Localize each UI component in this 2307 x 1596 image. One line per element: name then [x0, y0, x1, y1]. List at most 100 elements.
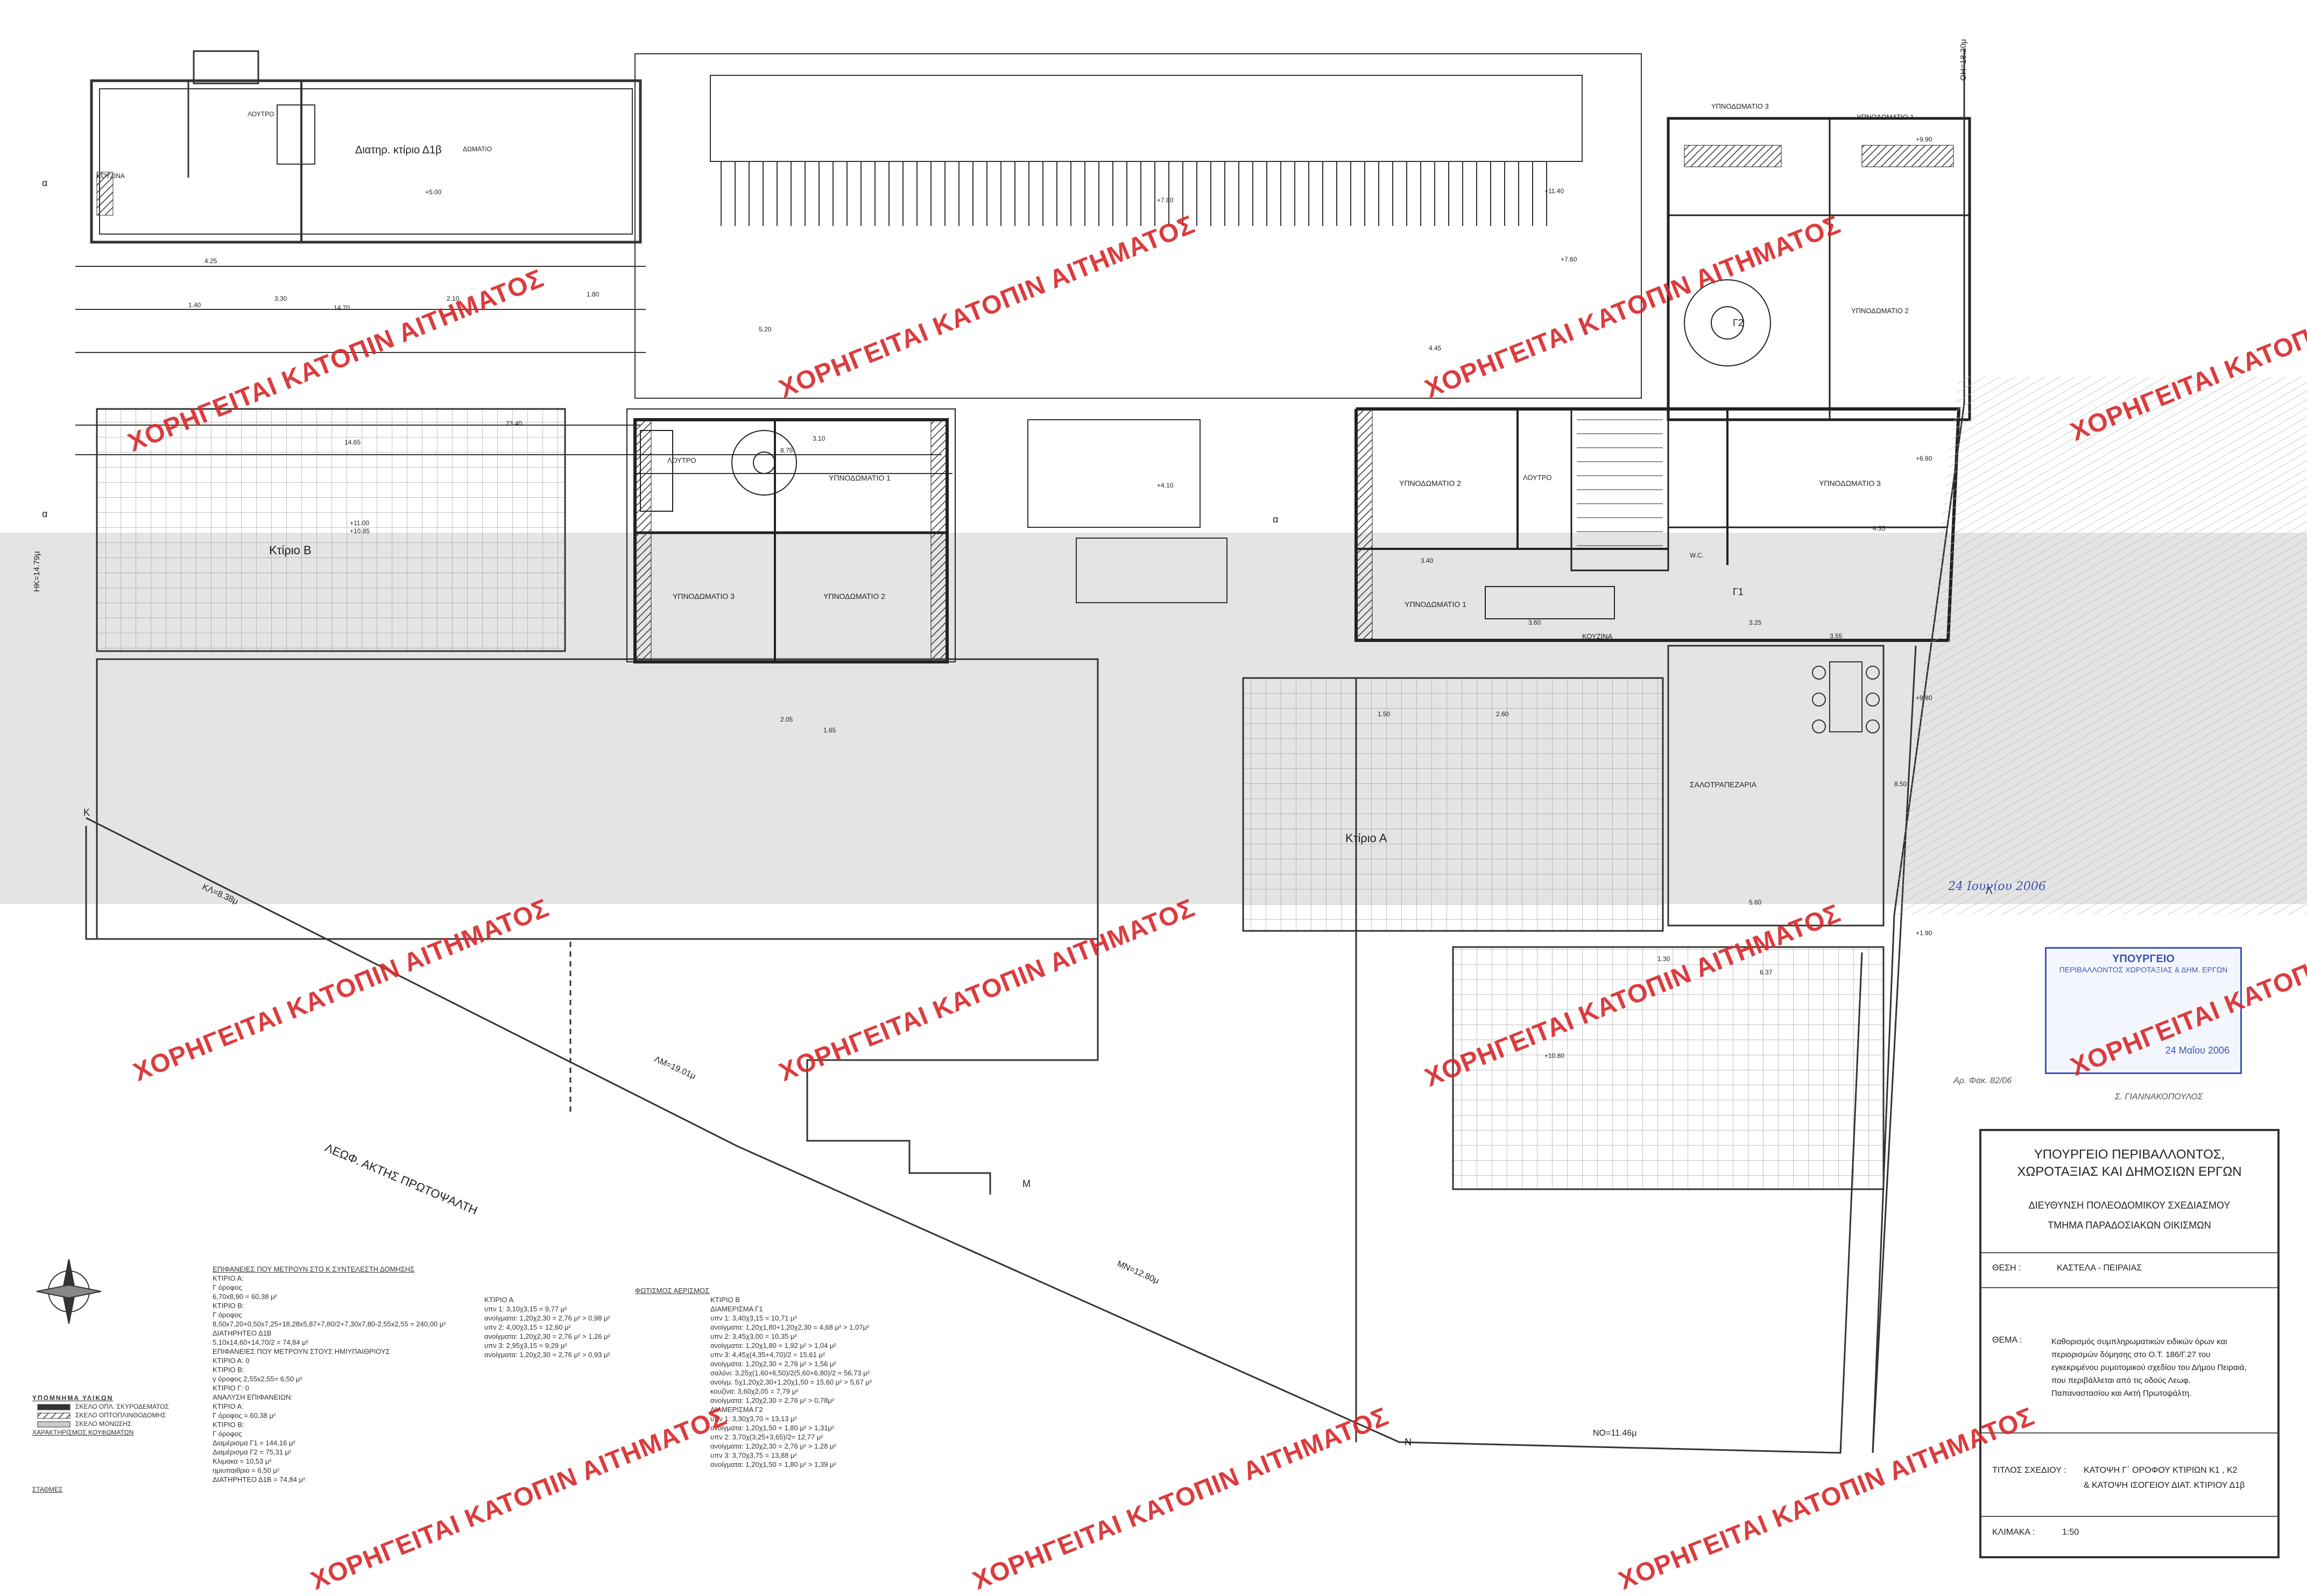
drawing-title-2: & ΚΑΤΟΨΗ ΙΣΟΓΕΙΟΥ ΔΙΑΤ. ΚΤΙΡΙΟΥ Δ1β	[2084, 1481, 2245, 1490]
level-marker: +7.60	[1561, 256, 1577, 263]
label-building-d1b: Διατηρ. κτίριο Δ1β	[355, 144, 442, 156]
dimension-value: 2.60	[1496, 710, 1509, 718]
ministry-stamp: ΥΠΟΥΡΓΕΙΟ ΠΕΡΙΒΑΛΛΟΝΤΟΣ ΧΩΡΟΤΑΞΙΑΣ & ΔΗΜ…	[2045, 947, 2242, 1074]
subject-line: Παπαναστασίου και Ακτή Πρωτοψάλτη.	[2051, 1389, 2192, 1398]
scale-label: ΚΛΙΜΑΚΑ :	[1992, 1528, 2035, 1537]
areas-line: ΚΤΙΡΙΟ Β:	[213, 1302, 244, 1310]
label-bedroom-1-b: ΥΠΝΟΔΩΜΑΤΙΟ 1	[829, 474, 891, 482]
areas-line: ανοίγμ. 5χ1,20χ2,30+1,20χ1,50 = 15,60 μ²…	[710, 1378, 872, 1386]
legend-subtitle: ΧΑΡΑΚΤΗΡΙΣΜΟΣ ΚΟΥΦΩΜΑΤΩΝ	[32, 1429, 134, 1436]
building-d1b	[90, 50, 642, 244]
areas-line: ανοίγματα: 1,20χ2,30 = 2,76 μ² > 0,78μ²	[710, 1396, 835, 1404]
areas-line: Διαμέρισμα Γ1 = 144,16 μ²	[213, 1439, 295, 1447]
legend-item: ΣΚΕΛΟ ΜΟΝΩΣΗΣ	[75, 1420, 132, 1428]
level-marker: +1.90	[1916, 929, 1932, 937]
subject-line: που περιβάλλεται από τις οδούς Λεωφ.	[2051, 1376, 2191, 1385]
label-building-a: Κτίριο Α	[1345, 831, 1387, 845]
level-marker: +7.80	[1157, 196, 1174, 204]
areas-line: υπν 1: 3,30χ3,70 = 13,13 μ²	[710, 1415, 797, 1423]
label-kitchen-d1b: ΚΟΥΖΙΝΑ	[97, 172, 125, 180]
dimension-value: 1.65	[823, 726, 836, 734]
legend-item: ΣΚΕΛΟ ΟΠΛ. ΣΚΥΡΟΔΕΜΑΤΟΣ	[75, 1403, 170, 1410]
areas-line: Διαμέρισμα Γ2 = 75,31 μ²	[213, 1448, 292, 1456]
dimension-value: 4.25	[204, 257, 217, 265]
point-k: Κ	[83, 807, 90, 818]
drawing-title-1: ΚΑΤΟΨΗ Γ΄ ΟΡΟΦΟΥ ΚΤΙΡΙΩΝ Κ1 , Κ2	[2084, 1466, 2238, 1475]
building-a	[1354, 407, 1961, 642]
label-wc: W.C.	[1690, 552, 1704, 559]
dining-table	[1812, 661, 1880, 733]
areas-heading-1: ΕΠΙΦΑΝΕΙΕΣ ΠΟΥ ΜΕΤΡΟΥΝ ΣΤΟ Κ ΣΥΝΤΕΛΕΣΤΗ …	[213, 1265, 415, 1273]
legend-title: ΥΠΟΜΝΗΜΑ ΥΛΙΚΩΝ	[32, 1394, 114, 1402]
areas-line: γ όροφος 2,55x2,55= 6,50 μ²	[213, 1375, 302, 1383]
scale-value: 1:50	[2062, 1528, 2079, 1537]
areas-line: ανοίγματα: 1,20χ2,30 = 2,76 μ² > 0,98 μ²	[484, 1314, 610, 1322]
label-bedroom-3-b: ΥΠΝΟΔΩΜΑΤΙΟ 3	[673, 592, 735, 601]
areas-line: ΔΙΑΜΕΡΙΣΜΑ Γ1	[710, 1305, 763, 1313]
areas-line: Γ όροφος = 60,38 μ²	[213, 1411, 276, 1420]
areas-line: Κλιμακα = 10,53 μ²	[213, 1457, 272, 1465]
level-marker: +10.80	[1544, 1052, 1565, 1060]
subject-text: Καθορισμός συμπληρωματικών ειδικών όρων …	[2051, 1336, 2267, 1400]
label-building-b: Κτίριο Β	[269, 543, 312, 557]
level-marker: +4.10	[1157, 482, 1174, 489]
areas-line: ανοίγματα: 1,20χ2,30 = 2,76 μ² > 1,56 μ²	[710, 1360, 836, 1368]
areas-line: ανοίγματα: 1,20χ1,80 = 1,92 μ² > 1,04 μ²	[710, 1341, 836, 1350]
dimension-value: 6.37	[1760, 969, 1773, 976]
handwritten-note: 24 Ιουνίου 2006	[1948, 880, 2046, 893]
handwritten-note: Αρ. Φακ. 82/06	[1953, 1076, 2012, 1085]
dimension-value: 3.10	[813, 435, 826, 442]
areas-line: ΚΤΙΡΙΟ Α	[484, 1296, 514, 1304]
label-bedroom-3-g: ΥΠΝΟΔΩΜΑΤΙΟ 3	[1711, 102, 1769, 110]
areas-line: υπν 1: 3,10χ3,15 = 9,77 μ²	[484, 1305, 567, 1313]
directorate: ΔΙΕΥΘΥΝΣΗ ΠΟΛΕΟΔΟΜΙΚΟΥ ΣΧΕΔΙΑΣΜΟΥ	[2028, 1200, 2231, 1211]
dimension-value: 3.60	[1528, 619, 1541, 626]
label-room-d1b: ΔΩΜΑΤΙΟ	[463, 145, 492, 153]
level-marker: +11.00	[350, 519, 370, 527]
location-value: ΚΑΣΤΕΛΑ - ΠΕΙΡΑΙΑΣ	[2057, 1263, 2142, 1273]
areas-line: ΑΝΑΛΥΣΗ ΕΠΙΦΑΝΕΙΩΝ:	[213, 1393, 293, 1401]
areas-line: ανοίγματα: 1,20χ1,80+1,20χ2,30 = 4,68 μ²…	[710, 1323, 870, 1331]
dimension-value: 3.30	[274, 295, 287, 302]
level-marker: +5.00	[425, 188, 442, 196]
stamp-line1: ΥΠΟΥΡΓΕΙΟ	[2112, 953, 2175, 965]
areas-line: ΚΤΙΡΙΟ Β:	[213, 1421, 244, 1429]
areas-line: Γ όροφος	[213, 1283, 242, 1291]
dim-oh: ΟΗ=18.20μ	[1959, 39, 1968, 81]
areas-line: ΚΤΙΡΙΟ Α:	[213, 1402, 244, 1410]
areas-line: ΕΠΙΦΑΝΕΙΕΣ ΠΟΥ ΜΕΤΡΟΥΝ ΣΤΟΥΣ ΗΜΙΥΠΑΙΘΡΙΟ…	[213, 1347, 390, 1355]
site-boundary	[86, 48, 1965, 1454]
areas-line: υπν 2: 3,70χ(3,25+3,65)/2= 12,77 μ²	[710, 1433, 823, 1441]
stamp-line2: ΠΕΡΙΒΑΛΛΟΝΤΟΣ ΧΩΡΟΤΑΞΙΑΣ & ΔΗΜ. ΕΡΓΩΝ	[2059, 965, 2228, 974]
legend-levels: ΣΤΑΘΜΕΣ	[32, 1486, 63, 1493]
ministry-line-2: ΧΩΡΟΤΑΞΙΑΣ ΚΑΙ ΔΗΜΟΣΙΩΝ ΕΡΓΩΝ	[2017, 1164, 2242, 1179]
label-bathroom-b: ΛΟΥΤΡΟ	[667, 456, 696, 464]
point-m: Μ	[1022, 1178, 1031, 1189]
legend-item: ΣΚΕΛΟ ΟΠΤΟΠΛΙΝΘΟΔΟΜΗΣ	[75, 1411, 166, 1419]
label-g1: Γ1	[1733, 587, 1744, 597]
stamp-date: 24 Μαΐου 2006	[2165, 1045, 2230, 1056]
areas-line: σαλόνι: 3,25χ(1,60+6,50)/2(5,60+6,80)/2 …	[710, 1369, 870, 1377]
areas-table-1: ΕΠΙΦΑΝΕΙΕΣ ΠΟΥ ΜΕΤΡΟΥΝ ΣΤΟ Κ ΣΥΝΤΕΛΕΣΤΗ …	[213, 1265, 455, 1484]
dimension-value: 2.05	[780, 716, 793, 723]
point-lambda: Λ	[1986, 885, 1993, 896]
dimension-value: 3.40	[1421, 557, 1434, 564]
dimension-value: 4.35	[1873, 525, 1886, 532]
dimension-value: 14.70	[334, 304, 350, 312]
areas-line: ΚΤΙΡΙΟ Β	[710, 1296, 740, 1304]
drawing-title-label: ΤΙΤΛΟΣ ΣΧΕΔΙΟΥ :	[1992, 1466, 2066, 1475]
ministry-line-1: ΥΠΟΥΡΓΕΙΟ ΠΕΡΙΒΑΛΛΟΝΤΟΣ,	[2034, 1147, 2225, 1162]
label-bedroom-2-a: ΥΠΝΟΔΩΜΑΤΙΟ 2	[1399, 479, 1461, 488]
subject-line: εγκεκριμένου ρυμοτομικού σχεδίου του Δήμ…	[2051, 1363, 2247, 1372]
areas-line: υπν 3: 3,70χ3,75 = 13,88 μ²	[710, 1451, 797, 1459]
building-b-rooms	[626, 408, 956, 663]
subject-line: Καθορισμός συμπληρωματικών ειδικών όρων …	[2051, 1337, 2227, 1346]
areas-line: ΔΙΑΜΕΡΙΣΜΑ Γ2	[710, 1406, 763, 1414]
dimension-value: 1.30	[1657, 955, 1670, 963]
areas-line: ανοίγματα: 1,20χ2,30 = 2,76 μ² > 1,28 μ²	[710, 1442, 836, 1450]
building-b	[85, 408, 1099, 1195]
slope-hatch	[1894, 377, 2307, 915]
